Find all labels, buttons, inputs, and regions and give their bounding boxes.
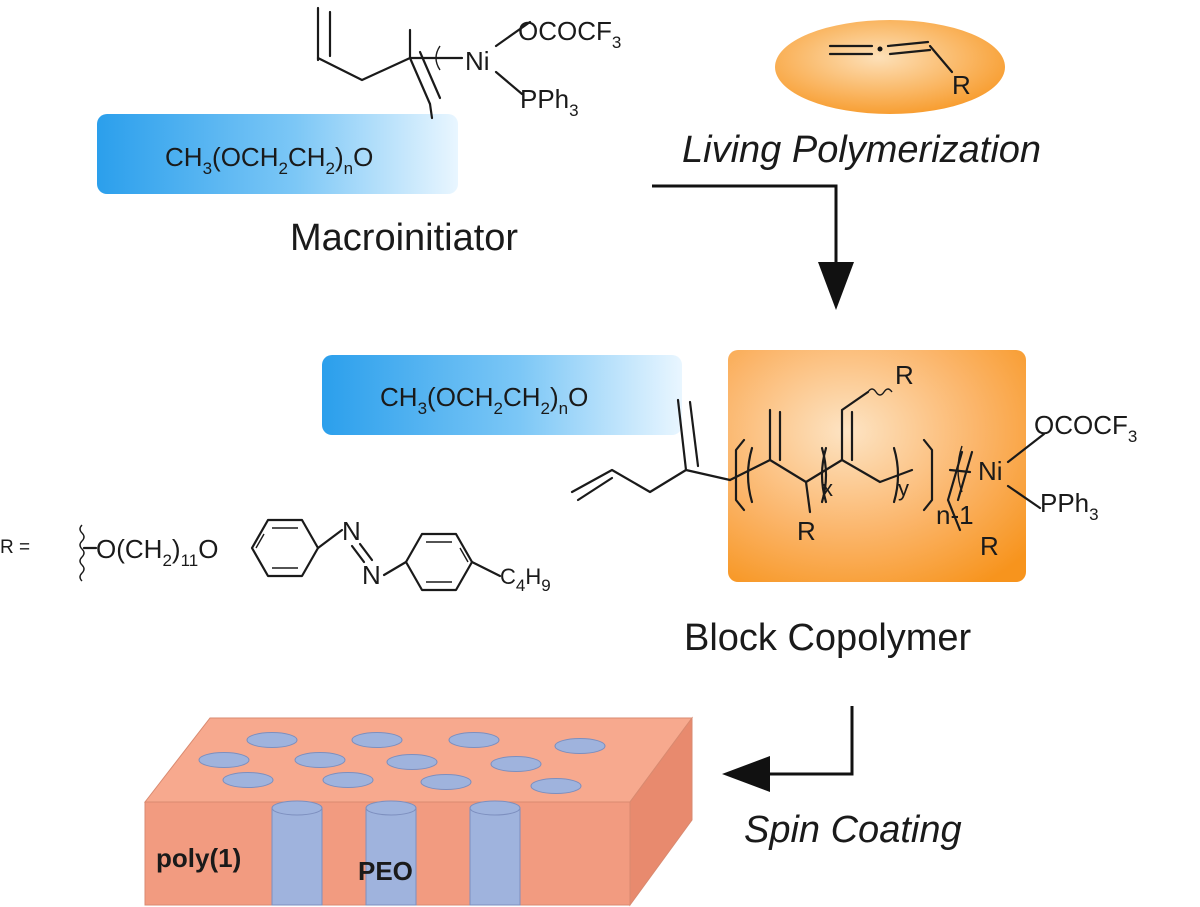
thin-film: poly(1) PEO: [143, 716, 693, 907]
azo-double-bond: [350, 542, 374, 564]
subscript-y: y: [898, 476, 909, 501]
allene-center-dot: [877, 46, 883, 52]
peo-domain-9: [222, 772, 274, 788]
ni-ligand-bonds: [494, 20, 532, 96]
polymerization-arrow: [652, 184, 838, 282]
r-bottom2-label: R: [980, 531, 999, 561]
peo-cylinder-1: [271, 800, 323, 906]
ring1-n-bond: [316, 528, 344, 550]
peo-domain-8: [490, 756, 542, 772]
vinyl-bond: [316, 6, 332, 62]
macroinitiator-caption: Macroinitiator: [290, 217, 518, 259]
r-equals-label: R =: [0, 537, 30, 558]
attachment-wavy: [79, 524, 85, 582]
repeat2-double: [840, 390, 870, 462]
cylinder-2-body: [365, 807, 417, 906]
peo-domain-3: [448, 732, 500, 748]
pi-allyl-arc: [435, 45, 441, 71]
polymerization-arrowhead: [818, 262, 854, 310]
ni-end-allyl: [946, 450, 974, 532]
allene-monomer: R: [775, 20, 1005, 114]
allyl-end-chain: [570, 468, 732, 494]
ni-label-bottom: Ni: [978, 456, 1003, 486]
block-copolymer: CH3(OCH2CH2)nO R R R x y n-1 Ni OCOCF3: [322, 350, 1137, 659]
allene-r-bond: [928, 44, 954, 74]
monomer-r-label: R: [952, 70, 971, 100]
peo-domain-6: [294, 752, 346, 768]
ring2-butyl-bond: [470, 560, 502, 578]
spin-coating-label: Spin Coating: [744, 809, 962, 851]
ni-label: Ni: [465, 46, 490, 76]
peo-domain-5: [198, 752, 250, 768]
azo-n2: N: [362, 560, 381, 590]
r-group-definition: R = O(CH2)11O N N C4H9: [0, 516, 551, 595]
paren-x-left: [746, 446, 754, 504]
peg-formula-bottom: CH3(OCH2CH2)nO: [380, 382, 588, 418]
living-polymerization-label: Living Polymerization: [682, 129, 1041, 171]
paren-y-left: [820, 446, 828, 504]
azo-n1: N: [342, 516, 361, 546]
cylinder-3-cap: [469, 800, 521, 816]
peo-domain-4: [554, 738, 606, 754]
cylinder-3-body: [469, 807, 521, 906]
peg-block-bottom: [322, 355, 682, 435]
peg-block-top: [97, 114, 458, 194]
peo-label: PEO: [358, 856, 413, 886]
monomer-oval: [775, 20, 1005, 114]
peo-domains-top: [198, 732, 606, 794]
peo-domain-7: [386, 754, 438, 770]
poly-label: poly(1): [156, 843, 241, 873]
r-top-label: R: [895, 360, 914, 390]
spin-coating-arrowhead: [722, 756, 770, 792]
peo-domain-12: [530, 778, 582, 794]
pph-label: PPh3: [520, 84, 579, 120]
butyl-formula: C4H9: [500, 564, 551, 595]
pph-label-bottom: PPh3: [1040, 488, 1099, 524]
double-bond: [408, 50, 442, 106]
ring2-inner-bonds: [426, 541, 469, 583]
polyallene-block: [728, 350, 1026, 582]
repeat1-double: [768, 408, 782, 462]
ring1-inner-bonds: [255, 527, 298, 569]
paren-x-right: [820, 446, 828, 504]
outer-bracket-right: [922, 438, 934, 512]
r-bottom1-label: R: [797, 516, 816, 546]
allyl-end-vinyl: [576, 476, 614, 502]
block-copolymer-caption: Block Copolymer: [684, 617, 972, 659]
polymer-backbone: [728, 458, 914, 484]
allyl-chain: [316, 56, 412, 82]
peo-domain-10: [322, 772, 374, 788]
ocof-label-bottom: OCOCF3: [1034, 410, 1137, 446]
subscript-n-minus-1: n-1: [936, 500, 974, 530]
outer-bracket-left: [734, 438, 746, 512]
peo-domain-2: [351, 732, 403, 748]
peo-domain-11: [420, 774, 472, 790]
r-chain-formula: O(CH2)11O: [96, 534, 218, 570]
peo-cylinder-2: [365, 800, 417, 906]
allene-right-double: [886, 40, 932, 56]
cylinder-1-body: [271, 807, 323, 906]
subscript-x: x: [822, 476, 833, 501]
macroinitiator: Ni OCOCF3 PPh3 CH3(OCH2CH2)nO Macroiniti…: [97, 6, 621, 259]
ni-ligand-bonds-bottom: [1006, 432, 1046, 510]
end-double-bond: [676, 398, 700, 472]
cylinder-1-cap: [271, 800, 323, 816]
ocof-label: OCOCF3: [518, 16, 621, 52]
cylinder-2-cap: [365, 800, 417, 816]
repeat2-wavy: [867, 388, 893, 396]
oxygen-bond: [428, 102, 434, 120]
peo-cylinder-3: [469, 800, 521, 906]
peg-formula-top: CH3(OCH2CH2)nO: [165, 142, 373, 178]
allene-left-double: [828, 44, 874, 56]
spin-coating-arrow: [760, 706, 854, 776]
n-ring2-bond: [382, 560, 408, 577]
paren-y-right: [892, 446, 900, 504]
repeat1-r-bond: [804, 480, 812, 514]
peo-domain-1: [246, 732, 298, 748]
